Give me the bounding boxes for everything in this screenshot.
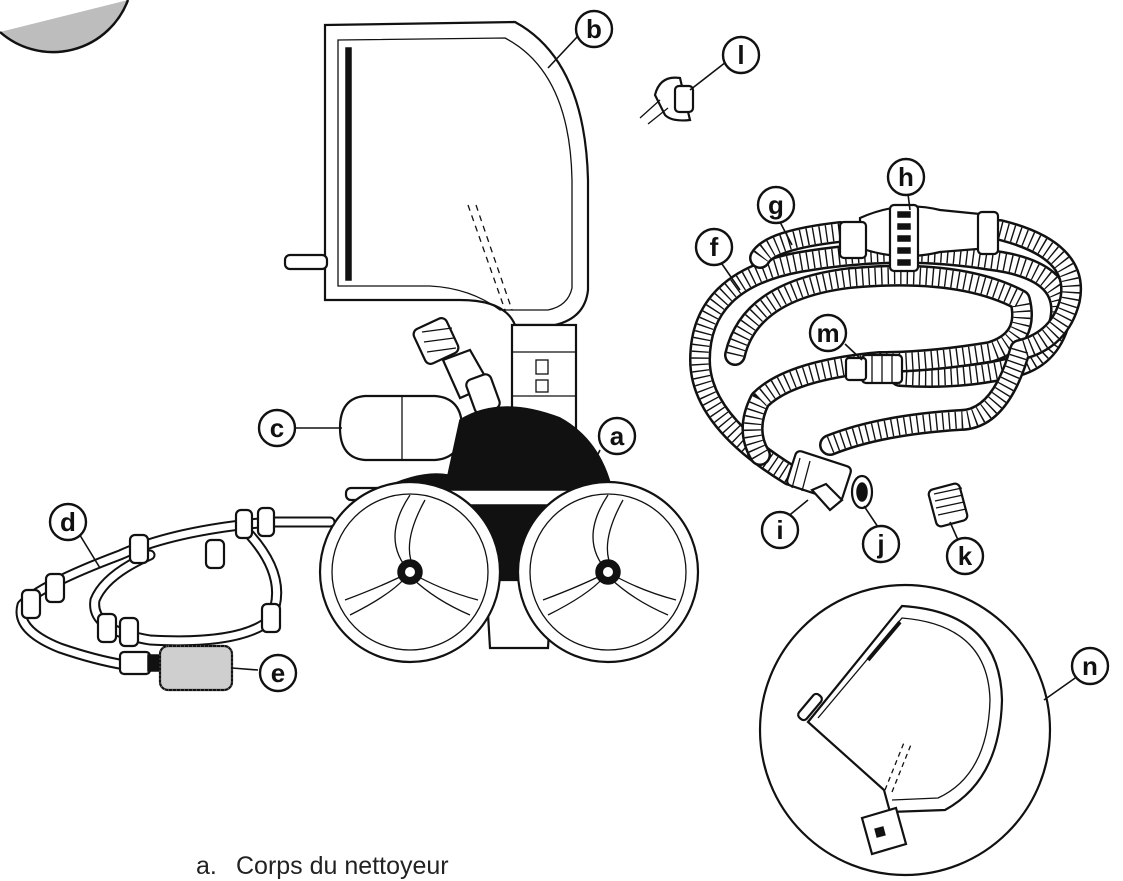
callout-a: a xyxy=(597,416,637,456)
callout-d-label: d xyxy=(60,507,76,537)
swivel-fitting xyxy=(412,317,501,415)
callout-d: d xyxy=(48,502,88,542)
hose-clip xyxy=(639,76,695,125)
hose-float-band xyxy=(888,203,920,273)
callout-f: f xyxy=(694,227,734,267)
sweep-hose-floats xyxy=(20,506,282,648)
legend-item-a-letter: a. xyxy=(196,852,217,880)
callout-l-label: l xyxy=(737,40,744,70)
callout-e: e xyxy=(258,653,298,693)
feed-hose xyxy=(689,219,1083,486)
callout-e-label: e xyxy=(271,658,285,688)
callout-i: i xyxy=(760,510,800,550)
callout-j: j xyxy=(861,524,901,564)
callout-b: b xyxy=(574,9,614,49)
callout-h-label: h xyxy=(898,162,914,192)
callout-n-label: n xyxy=(1082,651,1098,681)
callout-c-label: c xyxy=(270,413,284,443)
callout-c: c xyxy=(257,408,297,448)
callout-k-label: k xyxy=(958,541,973,571)
callout-i-label: i xyxy=(776,515,783,545)
callout-a-label: a xyxy=(610,421,625,451)
filter-screen xyxy=(927,482,969,528)
wall-fitting xyxy=(786,450,874,512)
float xyxy=(338,394,464,462)
callout-j-label: j xyxy=(876,529,884,559)
callout-b-label: b xyxy=(586,14,602,44)
callout-f-label: f xyxy=(710,232,719,262)
hose-swivel xyxy=(844,353,904,385)
callout-n: n xyxy=(1070,646,1110,686)
wheel-right xyxy=(516,480,700,664)
hose-float xyxy=(838,203,1000,273)
callout-m-label: m xyxy=(816,318,839,348)
callout-k: k xyxy=(945,536,985,576)
corner-badge xyxy=(0,0,130,54)
callout-g-label: g xyxy=(768,190,784,220)
debris-bag xyxy=(283,20,590,327)
legend-item-a-text: Corps du nettoyeur xyxy=(236,852,449,880)
scrubber xyxy=(158,644,234,692)
wheel-left xyxy=(318,480,502,664)
callout-m: m xyxy=(808,313,848,353)
legend-item-a: a. Corps du nettoyeur xyxy=(196,852,449,881)
callout-g: g xyxy=(756,185,796,225)
sweep-hose xyxy=(15,506,336,676)
alternate-bag-detail xyxy=(758,583,1052,877)
callout-l: l xyxy=(721,35,761,75)
callout-h: h xyxy=(886,157,926,197)
